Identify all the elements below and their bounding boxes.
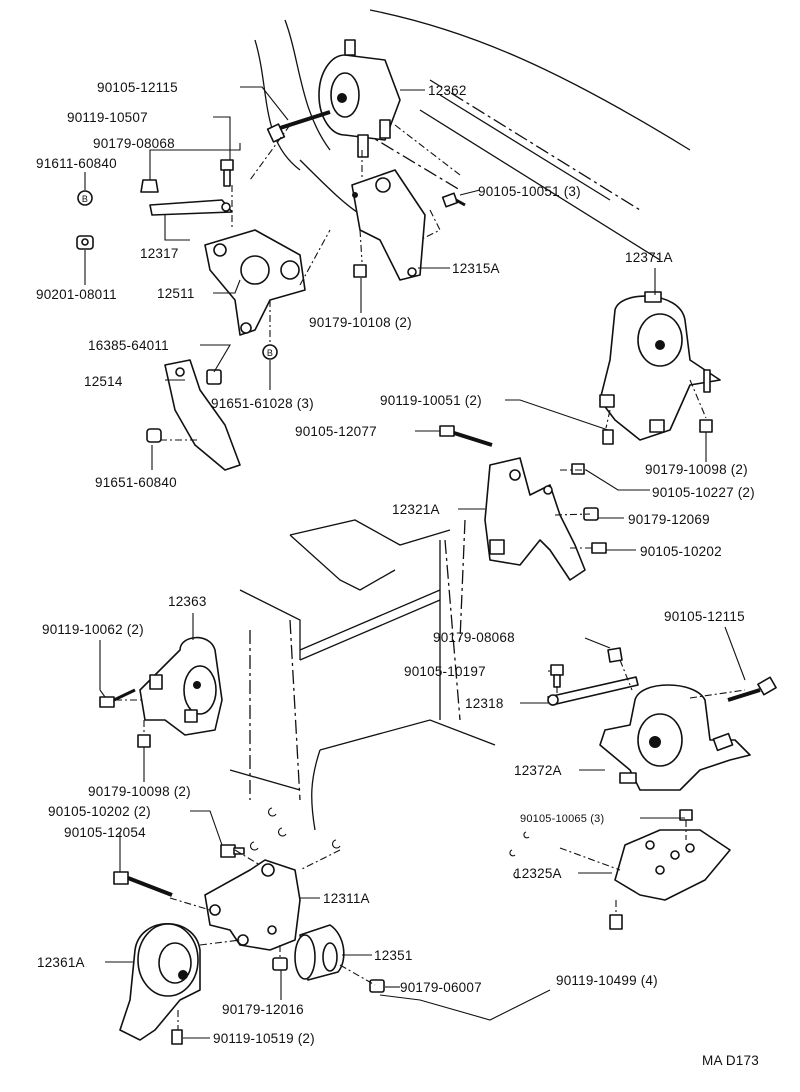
- bolt-90119-10062: [99, 688, 136, 708]
- label-12372A: 12372A: [514, 763, 562, 778]
- marker-b-top: B: [77, 190, 93, 206]
- nut-90179-12016: [272, 957, 288, 971]
- bolt-90105-10197: [550, 664, 564, 688]
- label-90105-12115-right: 90105-12115: [664, 609, 745, 624]
- bracket-12511: [204, 229, 306, 336]
- label-90105-10065: 90105-10065 (3): [520, 813, 604, 825]
- label-90105-10202-right: 90105-10202: [640, 544, 722, 559]
- label-91611-60840: 91611-60840: [36, 156, 117, 171]
- rod-12317: [149, 199, 233, 216]
- bolt-90119-10507: [220, 159, 234, 187]
- mount-12371A: [599, 291, 721, 441]
- bolt-90105-10227: [571, 463, 585, 475]
- bracket-12321A: [484, 457, 586, 581]
- label-16385-64011: 16385-64011: [88, 338, 169, 353]
- assembly-dash-lines: [115, 124, 746, 1030]
- label-90119-10519: 90119-10519 (2): [213, 1031, 315, 1046]
- leader-lines: [84, 86, 746, 1039]
- label-12315A: 12315A: [452, 261, 500, 276]
- label-90179-08068-top: 90179-08068: [93, 136, 175, 151]
- label-90119-10507: 90119-10507: [67, 110, 148, 125]
- label-90179-12069: 90179-12069: [628, 512, 710, 527]
- label-90179-12016: 90179-12016: [222, 1002, 304, 1017]
- drawing-code: MA D173: [702, 1053, 759, 1068]
- bolt-90105-12077: [439, 425, 493, 447]
- bolt-90119-10519: [171, 1029, 183, 1045]
- bolt-90105-12115-top: [266, 110, 331, 143]
- label-90105-12115-top: 90105-12115: [97, 80, 178, 95]
- nut-90179-10098-right: [699, 419, 713, 433]
- nut-90179-06007: [369, 979, 385, 993]
- nut-91651-60840: [146, 428, 162, 443]
- bolt-90105-10202-right: [591, 542, 607, 554]
- bolt-90105-10202-left: [220, 844, 245, 858]
- label-90179-10098-right: 90179-10098 (2): [645, 462, 748, 477]
- label-12321A: 12321A: [392, 502, 440, 517]
- label-90179-10098-left: 90179-10098 (2): [88, 784, 191, 799]
- label-90105-10227: 90105-10227 (2): [652, 485, 755, 500]
- bolt-90119-10499: [609, 914, 623, 930]
- part-labels: 90105-12115 90119-10507 90179-08068 9161…: [36, 80, 759, 1068]
- bracket-12325A: [614, 829, 731, 901]
- bracket-12315A: [351, 169, 426, 281]
- mount-12362: [318, 39, 401, 158]
- label-12311A: 12311A: [323, 891, 370, 906]
- label-90119-10051: 90119-10051 (2): [380, 393, 482, 408]
- bolt-90105-12115-right: [727, 676, 777, 702]
- label-12318: 12318: [465, 696, 504, 711]
- nut-90179-08068-mid: [607, 647, 623, 663]
- bolt-90105-10051: [441, 192, 466, 208]
- nut-90179-10108: [353, 264, 367, 278]
- label-12361A: 12361A: [37, 955, 85, 970]
- nut-90201-08011: [76, 235, 94, 250]
- label-90119-10062: 90119-10062 (2): [42, 622, 144, 637]
- label-12362: 12362: [428, 83, 467, 98]
- label-12363: 12363: [168, 594, 207, 609]
- label-90105-12054: 90105-12054: [64, 825, 146, 840]
- rod-12318: [547, 676, 639, 706]
- bolt-90105-12054: [113, 871, 173, 897]
- nut-90179-08068-top: [140, 179, 159, 193]
- link-12514: [164, 359, 241, 471]
- label-90179-08068-mid: 90179-08068: [433, 630, 515, 645]
- label-90105-10051: 90105-10051 (3): [478, 184, 581, 199]
- label-12351: 12351: [374, 948, 413, 963]
- nut-90179-12069: [583, 507, 599, 521]
- label-12325A: 12325A: [514, 866, 562, 881]
- bracket-12311A: [204, 859, 301, 951]
- stud-right: [703, 369, 711, 393]
- mount-12372A: [599, 684, 751, 791]
- label-91651-61028: 91651-61028 (3): [211, 396, 314, 411]
- engine-block-outline: [229, 9, 691, 831]
- label-90179-06007: 90179-06007: [400, 980, 482, 995]
- marker-b-mid: B: [262, 344, 278, 360]
- label-12511: 12511: [157, 286, 195, 301]
- insulator-12351: [294, 924, 345, 981]
- svg-text:B: B: [267, 348, 273, 358]
- label-90105-12077: 90105-12077: [295, 424, 377, 439]
- label-12514: 12514: [84, 374, 123, 389]
- label-90105-10197: 90105-10197: [404, 664, 486, 679]
- label-12317: 12317: [140, 246, 179, 261]
- label-90119-10499: 90119-10499 (4): [556, 973, 658, 988]
- nut-90179-10098-left: [137, 734, 151, 748]
- label-90105-10202-left: 90105-10202 (2): [48, 804, 151, 819]
- nut-16385-64011: [206, 369, 222, 385]
- label-90201-08011: 90201-08011: [36, 287, 117, 302]
- svg-text:B: B: [82, 194, 88, 204]
- mount-12361A: [119, 922, 201, 1041]
- bolt-90119-10051: [602, 429, 614, 445]
- mount-12363: [139, 636, 223, 736]
- clip-marks: [250, 807, 530, 879]
- label-90179-10108: 90179-10108 (2): [309, 315, 412, 330]
- label-91651-60840: 91651-60840: [95, 475, 177, 490]
- label-12371A: 12371A: [625, 250, 673, 265]
